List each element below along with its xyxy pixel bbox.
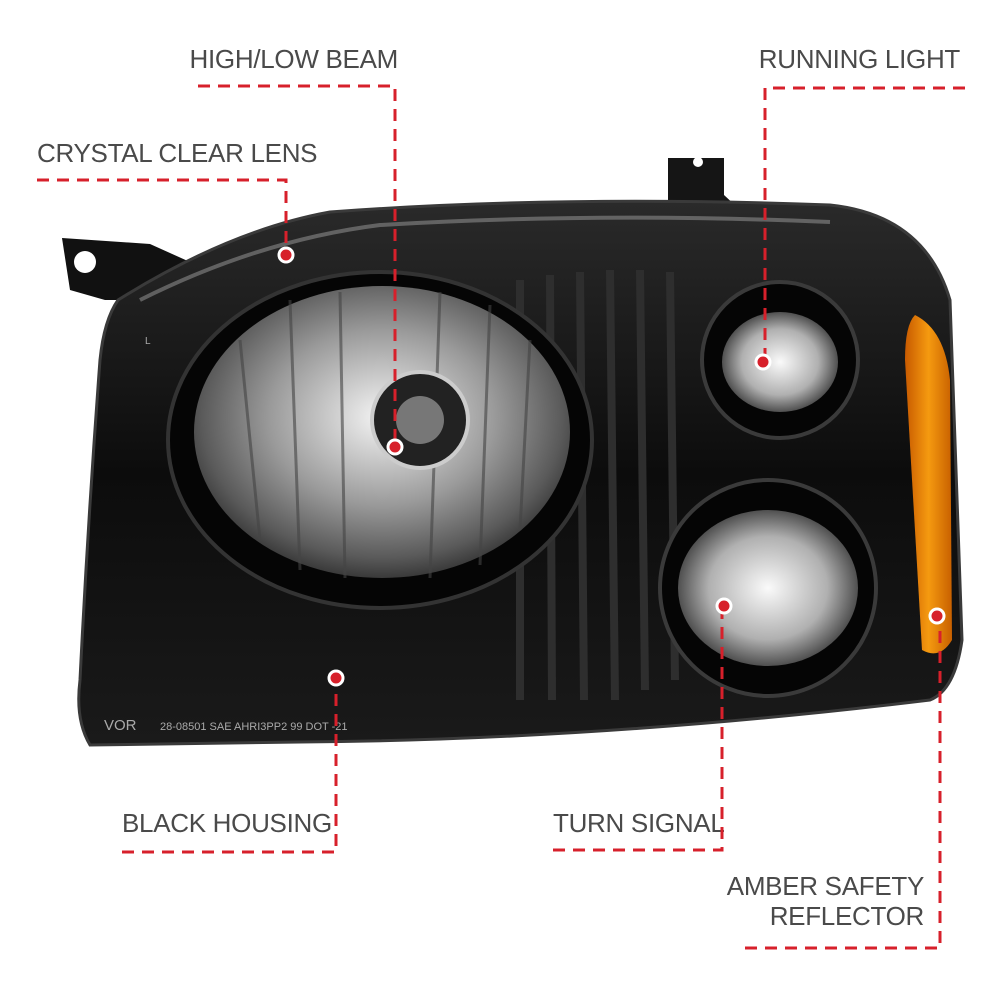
side-marking: L: [145, 336, 151, 347]
brand-marking: VOR: [104, 717, 137, 734]
callout-turn-signal: TURN SIGNAL: [553, 597, 733, 852]
label-amber-reflector-line2: REFLECTOR: [770, 901, 924, 931]
callout-line: [553, 606, 724, 852]
label-high-low-beam: HIGH/LOW BEAM: [190, 44, 398, 74]
callout-line: [745, 616, 942, 950]
callout-high-low-beam: HIGH/LOW BEAM: [190, 44, 404, 456]
callout-dot: [928, 607, 946, 625]
callout-line: [37, 178, 288, 255]
mounting-tab-top: [668, 157, 738, 208]
callout-dot: [715, 597, 733, 615]
label-crystal-clear-lens: CRYSTAL CLEAR LENS: [37, 138, 317, 168]
callout-black-housing: BLACK HOUSING: [122, 669, 345, 854]
callout-line: [198, 84, 397, 447]
clear-lens-edge: [139, 215, 831, 302]
label-running-light: RUNNING LIGHT: [759, 44, 961, 74]
callout-dot: [754, 353, 772, 371]
label-black-housing: BLACK HOUSING: [122, 808, 332, 838]
amber-safety-reflector: [905, 315, 952, 654]
label-turn-signal: TURN SIGNAL: [553, 808, 725, 838]
running-light-lens: [722, 312, 838, 412]
callout-amber-safety-reflector: AMBER SAFETY REFLECTOR: [727, 607, 946, 950]
callout-dot: [327, 669, 345, 687]
bulb-cap: [396, 396, 444, 444]
callout-line: [122, 678, 338, 854]
callout-line: [763, 86, 965, 362]
label-amber-reflector-line1: AMBER SAFETY: [727, 871, 924, 901]
callout-crystal-clear-lens: CRYSTAL CLEAR LENS: [37, 138, 318, 264]
callout-dot: [277, 246, 295, 264]
turn-signal-lens: [678, 510, 858, 666]
callout-running-light: RUNNING LIGHT: [754, 44, 965, 371]
code-marking: 28-08501 SAE AHRI3PP2 99 DOT -21: [160, 721, 348, 733]
callout-dot: [386, 438, 404, 456]
